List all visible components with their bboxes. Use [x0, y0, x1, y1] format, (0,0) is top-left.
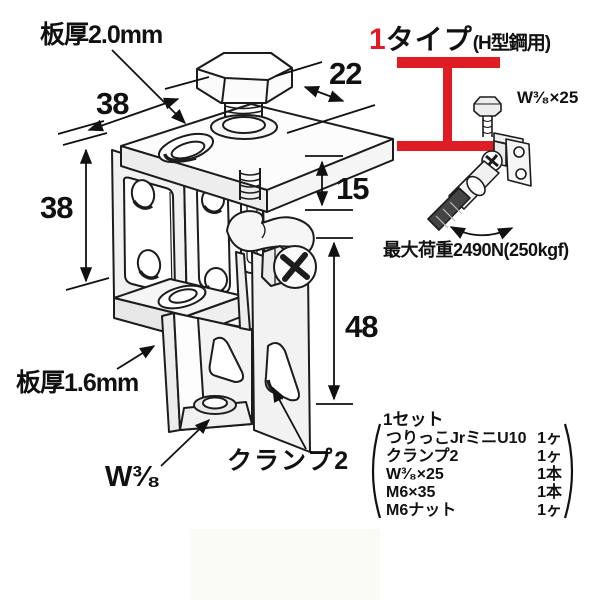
- clamp2-part: [161, 210, 317, 453]
- h-beam-icon: [397, 57, 500, 151]
- part-name: つりっこJrミニU10: [386, 430, 527, 447]
- swing-arrow: [449, 226, 514, 240]
- part-name: M6×35: [386, 484, 436, 501]
- dimension-arrows: [57, 49, 376, 467]
- mini-clamp-icon: [427, 96, 532, 240]
- part-qty: 1ヶ: [537, 430, 562, 447]
- leader-plate-thickness-top: [111, 49, 187, 125]
- dim-gap: 15: [336, 171, 369, 206]
- parts-list-item: M6×35 1本: [380, 484, 562, 502]
- dim-bolt-head: 22: [329, 56, 362, 91]
- parts-list-title: 1セット: [383, 410, 444, 429]
- parts-list: 1セット つりっこJrミニU10 1ヶ クランプ2 1ヶ W³⁄₈×25 1本 M6×…: [380, 405, 562, 520]
- main-clamp-drawing: [111, 52, 394, 453]
- leader-plate-thickness-bottom: [116, 345, 156, 370]
- part-qty: 1ヶ: [537, 448, 562, 465]
- leader-clamp-name: [272, 386, 307, 450]
- plate-thickness-top-label: 板厚2.0mm: [40, 21, 163, 49]
- part-qty: 1ヶ: [537, 502, 562, 519]
- parts-parentheses: [371, 423, 574, 519]
- leader-thread-size: [160, 418, 211, 467]
- dim-top-width: 38: [96, 86, 129, 121]
- part-qty: 1本: [537, 484, 562, 501]
- part-qty: 1本: [537, 466, 562, 483]
- bolt-spec-label: W³⁄₈×25: [517, 88, 579, 107]
- max-load-label: 最大荷重2490N(250kgf): [383, 240, 569, 260]
- faint-background-box: [190, 529, 380, 600]
- parts-list-item: つりっこJrミニU10 1ヶ: [380, 430, 562, 448]
- type-number: 1: [369, 23, 386, 56]
- parts-list-item: クランプ2 1ヶ: [380, 448, 562, 466]
- part-name: W³⁄₈×25: [386, 466, 444, 483]
- part-name: M6ナット: [386, 502, 457, 519]
- type-note: (H型鋼用): [472, 33, 551, 54]
- parts-list-item: W³⁄₈×25 1本: [380, 466, 562, 484]
- clamp-name-label: クランプ2: [227, 447, 351, 475]
- dim-left-height: 38: [40, 190, 73, 225]
- type-name: タイプ: [385, 24, 473, 55]
- plate-thickness-bottom-label: 板厚1.6mm: [16, 369, 139, 397]
- dim-bracket-height: 48: [345, 309, 378, 344]
- parts-list-item: M6ナット 1ヶ: [380, 502, 562, 520]
- part-name: クランプ2: [386, 448, 459, 465]
- thread-size-label: W³⁄₈: [105, 461, 161, 493]
